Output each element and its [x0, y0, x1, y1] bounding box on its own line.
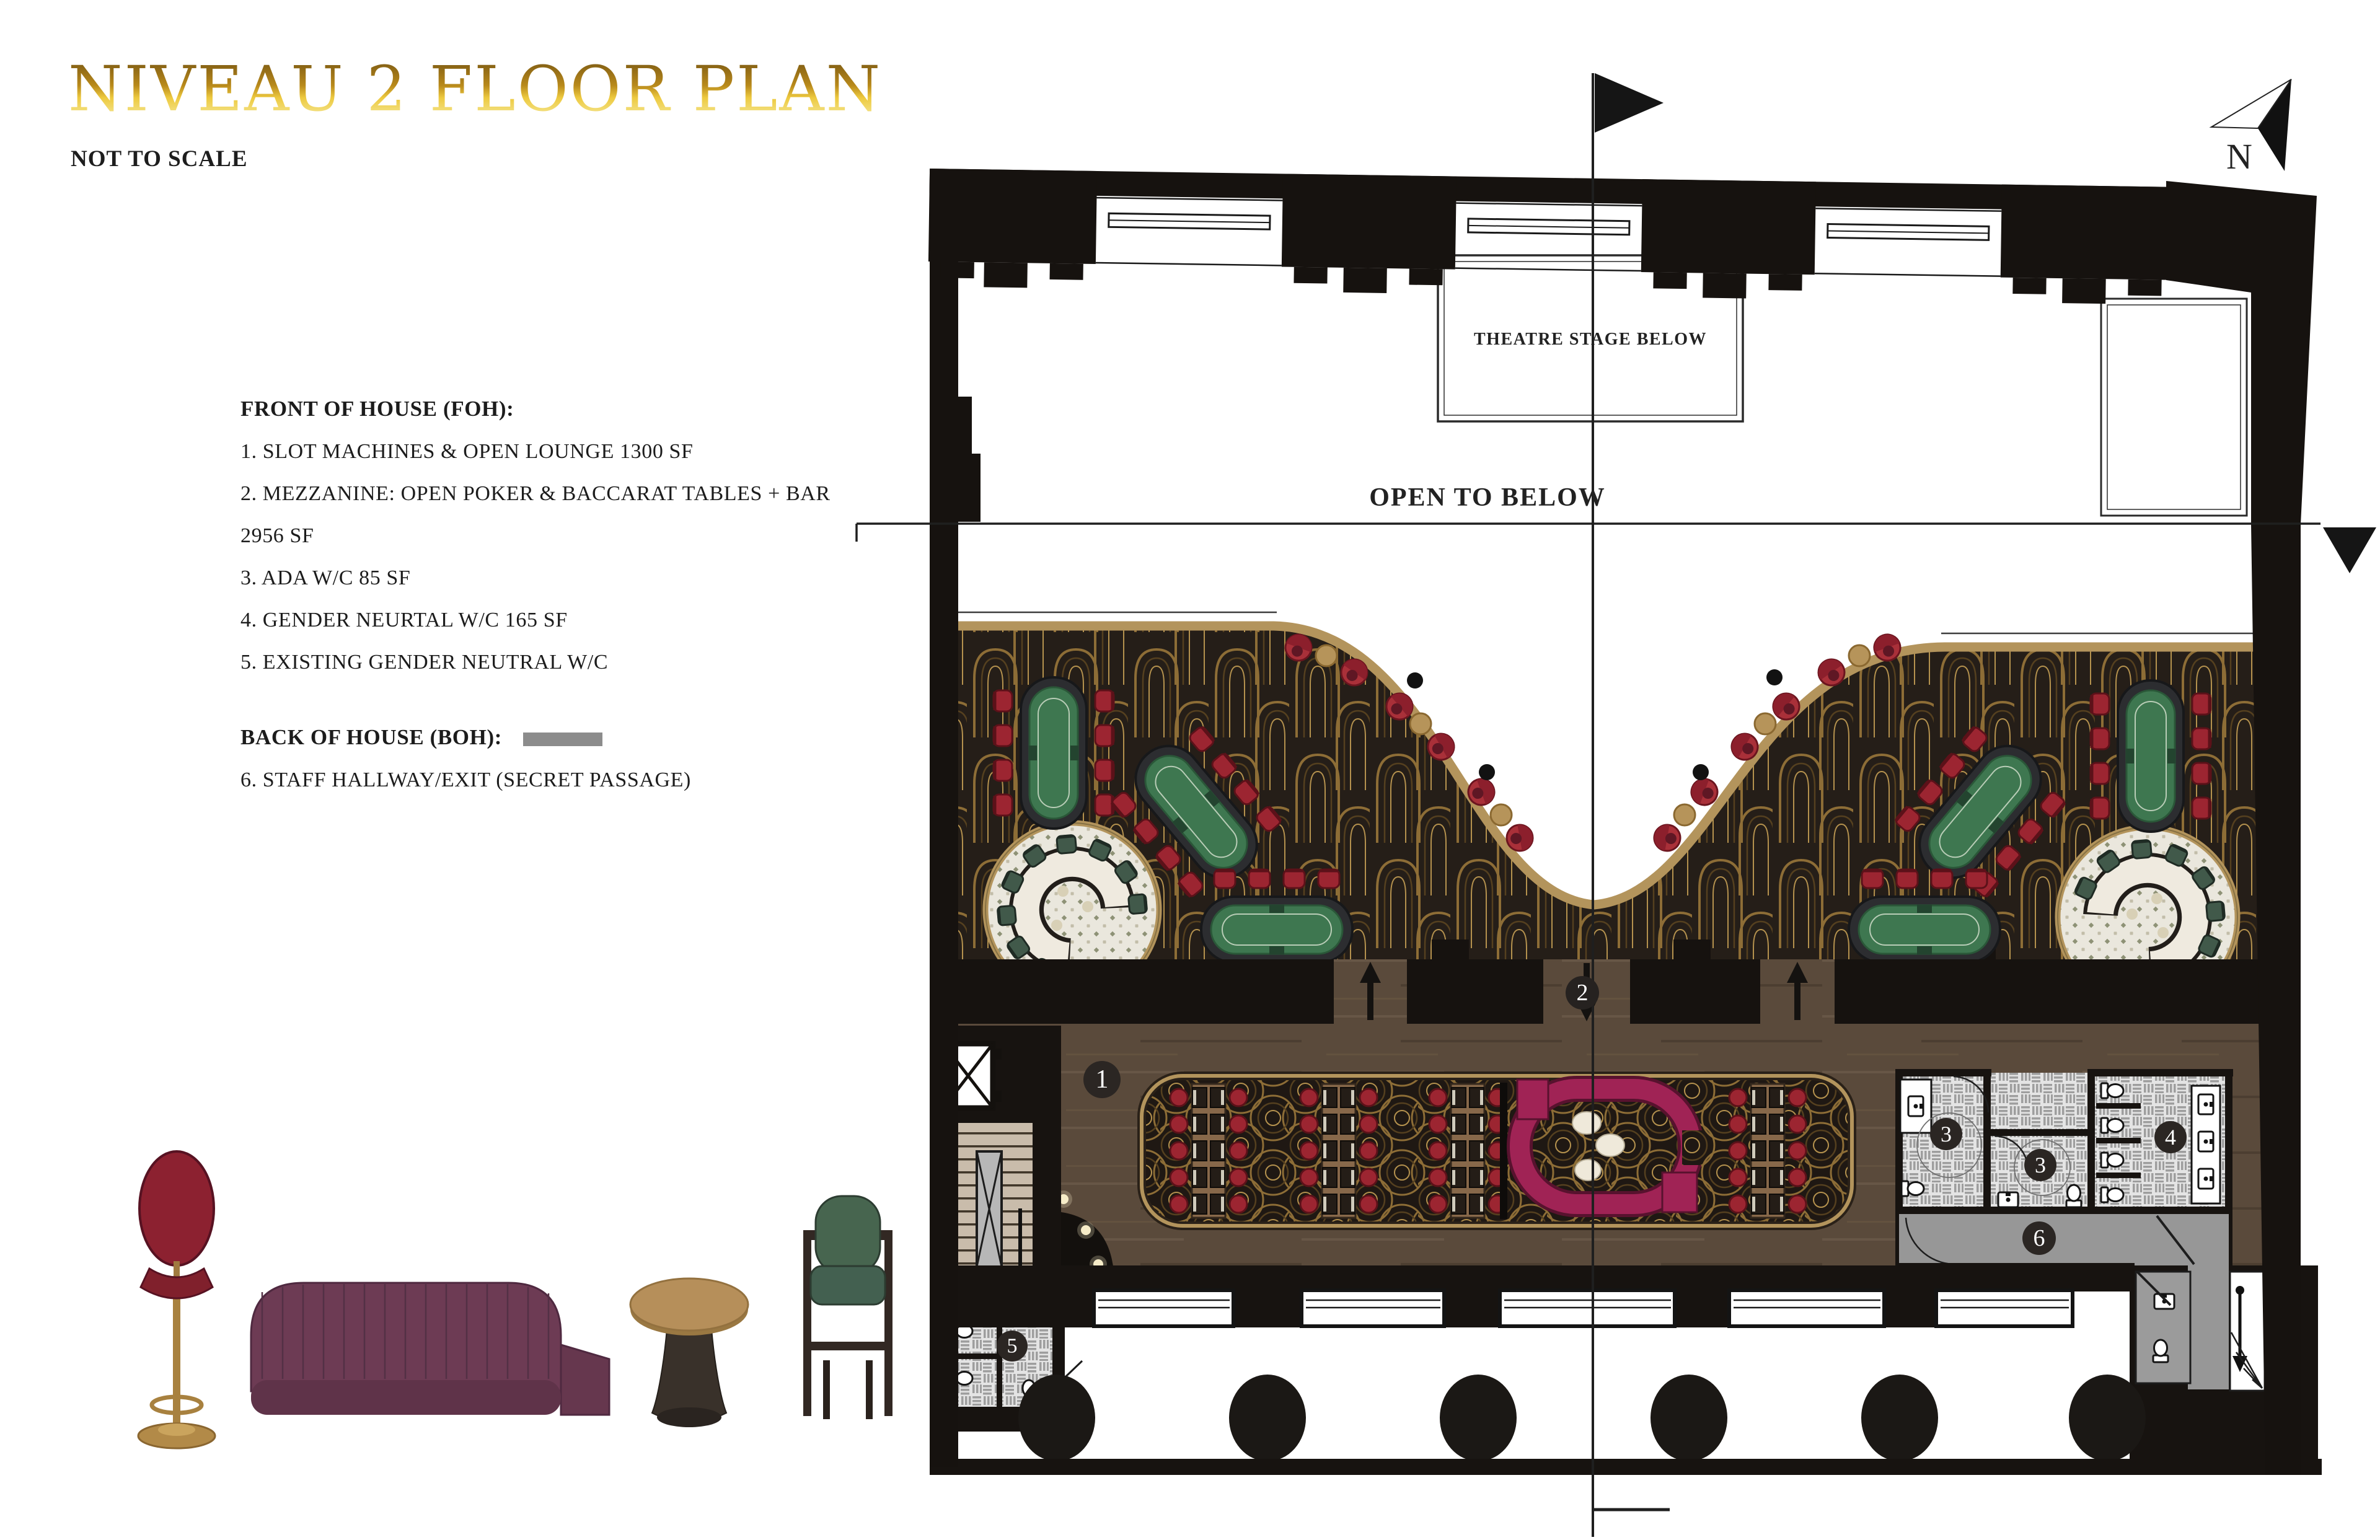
mezzanine-steps-strip	[958, 959, 2267, 1024]
badge-3b: 3	[2024, 1149, 2056, 1181]
legend-item-3: 3. ADA W/C 85 SF	[240, 566, 411, 589]
theatre-stage-label: THEATRE STAGE BELOW	[1474, 330, 1707, 349]
svg-text:6: 6	[2034, 1225, 2045, 1251]
legend-item-6: 6. STAFF HALLWAY/EXIT (SECRET PASSAGE)	[240, 768, 691, 791]
legend-item-2b: 2956 SF	[240, 524, 314, 547]
bottom-facade	[930, 1265, 2322, 1475]
slot-bank	[1729, 1084, 1806, 1218]
title-block: NIVEAU 2 FLOOR PLAN NOT TO SCALE	[68, 53, 882, 172]
side-table-image	[629, 1277, 749, 1427]
legend-boh-heading: BACK OF HOUSE (BOH):	[240, 725, 922, 750]
se-wc-room	[2135, 1270, 2192, 1384]
red-bar-stool-image	[137, 1150, 216, 1450]
wc-room-4	[2100, 1082, 2221, 1205]
badge-3a: 3	[1930, 1118, 1962, 1150]
badge-6: 6	[2022, 1221, 2056, 1255]
wc-room-3a	[1899, 1075, 1990, 1197]
slot-bank	[1170, 1084, 1247, 1218]
svg-text:5: 5	[1007, 1335, 1018, 1358]
plum-banquette-image	[250, 1282, 610, 1416]
theatre-stage-outline	[1437, 254, 1744, 423]
window-openings	[1095, 196, 2002, 277]
void-column-dots	[1407, 669, 1783, 780]
badge-2: 2	[1566, 976, 1599, 1010]
section-line-vertical	[1592, 73, 1670, 1537]
furniture-row	[137, 1150, 892, 1450]
svg-text:1: 1	[1096, 1065, 1109, 1094]
north-facade	[928, 169, 2194, 304]
slot-bank	[1300, 1084, 1377, 1218]
legend-item-5: 5. EXISTING GENDER NEUTRAL W/C	[240, 651, 609, 674]
northeast-room-outline	[2100, 297, 2248, 517]
legend-item-1: 1. SLOT MACHINES & OPEN LOUNGE 1300 SF	[240, 440, 694, 463]
slot-machine-area	[1137, 1071, 1856, 1230]
svg-text:2: 2	[1577, 980, 1589, 1006]
se-stair	[2229, 1270, 2266, 1392]
section-triangle-icon	[2323, 527, 2376, 573]
badge-5: 5	[997, 1331, 1028, 1362]
page-title: NIVEAU 2 FLOOR PLAN	[68, 53, 882, 125]
legend-item-2: 2. MEZZANINE: OPEN POKER & BACCARAT TABL…	[240, 482, 831, 505]
legend-item-4: 4. GENDER NEURTAL W/C 165 SF	[240, 609, 568, 631]
page-subtitle: NOT TO SCALE	[71, 146, 248, 172]
gold-trim-edge	[958, 621, 2287, 910]
svg-text:3: 3	[1941, 1122, 1952, 1146]
legend: FRONT OF HOUSE (FOH): 1. SLOT MACHINES &…	[240, 397, 922, 811]
badge-1: 1	[1083, 1061, 1121, 1098]
north-arrow: N	[2209, 79, 2292, 177]
structural-columns	[1018, 1375, 2146, 1461]
bar-counter	[1507, 1076, 1707, 1217]
svg-text:4: 4	[2165, 1125, 2176, 1150]
lounge-circle-left	[982, 820, 1162, 1000]
badge-4: 4	[2154, 1121, 2187, 1153]
green-bar-chair-image	[803, 1195, 892, 1419]
svg-text:3: 3	[2035, 1153, 2046, 1177]
north-label: N	[2226, 136, 2252, 177]
boh-color-swatch	[522, 733, 602, 746]
section-line-horizontal	[855, 522, 2376, 573]
outer-walls	[928, 169, 2317, 1475]
legend-foh-heading: FRONT OF HOUSE (FOH):	[240, 397, 514, 421]
room-badges: 1 2 3 3 4 5 6	[997, 976, 2187, 1362]
section-flag-icon	[1595, 73, 1664, 133]
slot-bank	[1429, 1084, 1506, 1218]
window-bays	[1092, 1288, 2074, 1328]
open-to-below-label: OPEN TO BELOW	[1369, 483, 1606, 512]
